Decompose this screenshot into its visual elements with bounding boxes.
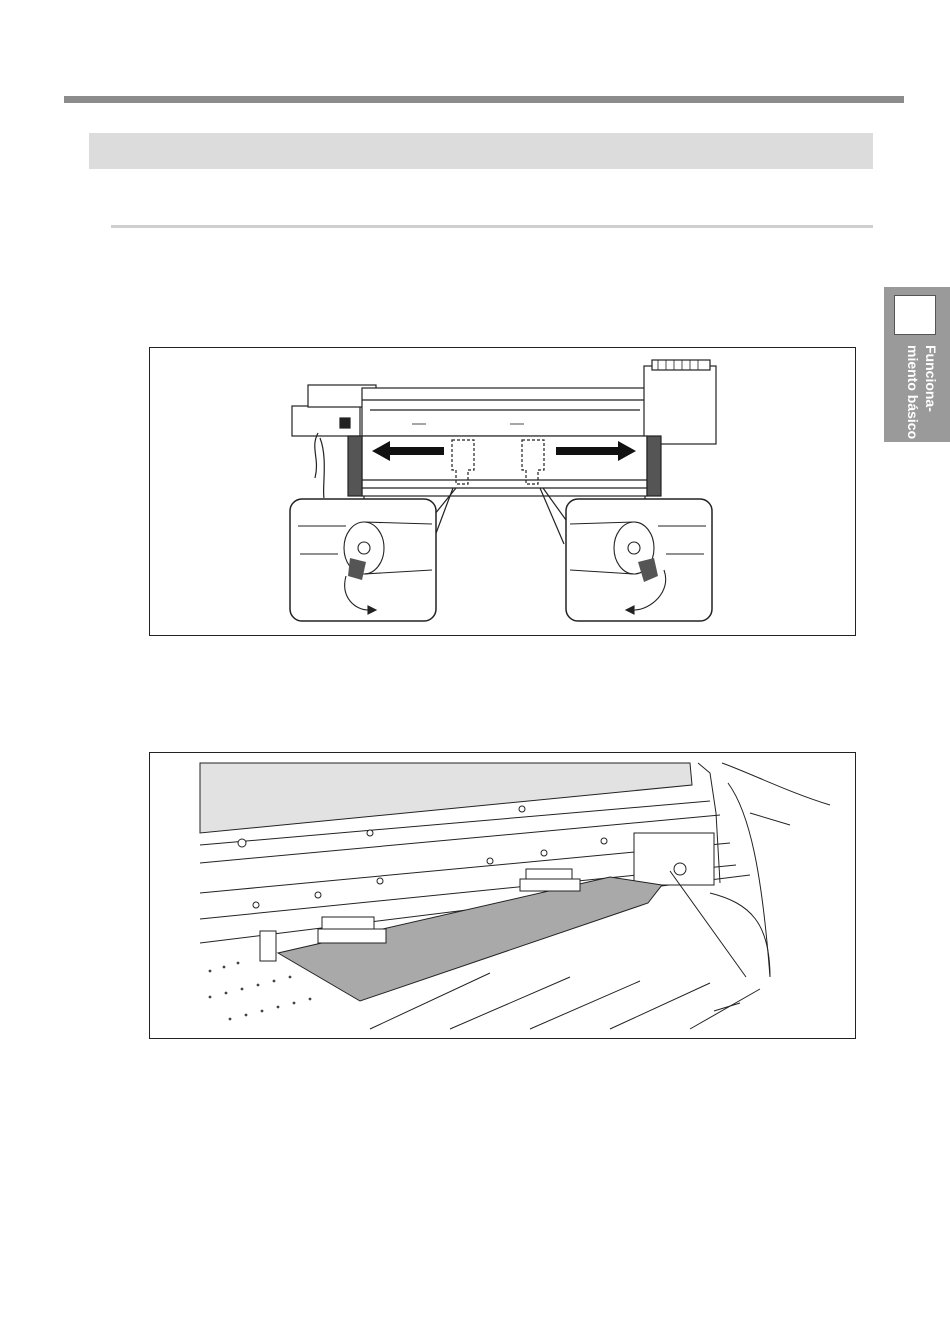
- chapter-tab-label: Funciona- miento básico: [900, 345, 944, 439]
- printer-illustration: [150, 348, 854, 634]
- section-title-bar: [89, 133, 873, 169]
- chapter-tab-label-line2: miento básico: [904, 345, 921, 439]
- platen-illustration: [150, 753, 854, 1037]
- chapter-tab-label-line1: Funciona-: [922, 345, 939, 412]
- figure-printer-roll-holders: [149, 347, 856, 636]
- inset-right-detail: [566, 499, 712, 621]
- chapter-side-tab[interactable]: Funciona- miento básico: [884, 287, 950, 442]
- figure-media-on-platen: [149, 752, 856, 1039]
- chapter-tab-box: [894, 295, 936, 335]
- header-rule: [64, 96, 904, 103]
- inset-left-detail: [290, 499, 436, 621]
- subsection-rule: [111, 225, 873, 228]
